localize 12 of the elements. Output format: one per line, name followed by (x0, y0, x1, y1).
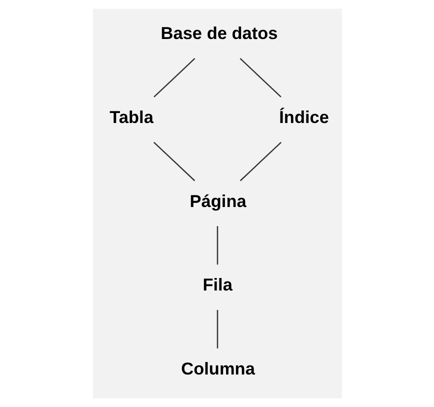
connector (216, 226, 218, 265)
connector (216, 310, 218, 348)
node-text: Base de datos (160, 23, 278, 44)
node-text: Página (189, 190, 246, 211)
node-text: Tabla (109, 107, 153, 128)
node-text: Índice (278, 107, 328, 128)
node-text: Columna (180, 358, 254, 378)
node-text: Fila (202, 274, 232, 295)
connector (152, 142, 195, 182)
connector (239, 58, 281, 98)
connector (153, 58, 195, 98)
connector (239, 142, 282, 182)
